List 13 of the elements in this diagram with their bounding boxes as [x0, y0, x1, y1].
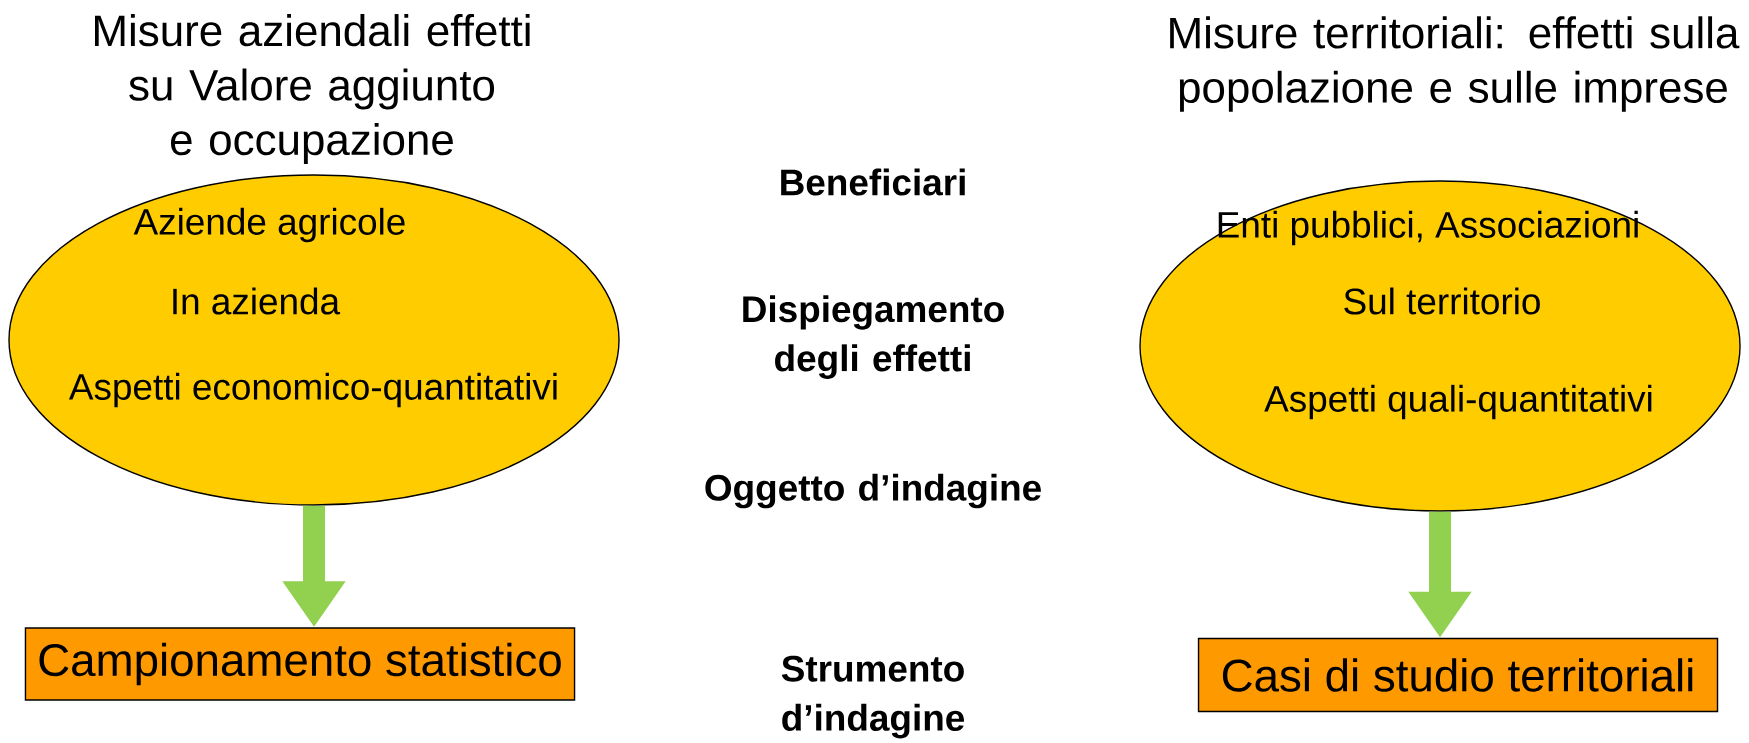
row-label: Oggetto d’indagine — [705, 473, 1041, 509]
process-box: Casi di studio territoriali — [1197, 637, 1719, 713]
row-label: Strumento d’indagine — [781, 655, 965, 739]
ellipse-text: Aspetti quali-quantitativi — [1264, 384, 1652, 420]
ellipse-text: In azienda — [173, 287, 341, 315]
row-label: Dispiegamento degli effetti — [743, 295, 1004, 379]
ellipse-text: Aspetti economico-quantitativi — [68, 372, 557, 408]
process-box: Campionamento statistico — [24, 627, 576, 701]
ellipse-text: Sul territorio — [1344, 287, 1540, 315]
heading: Misure territoriali: effetti sulla popolazione e sulle imprese — [1170, 16, 1740, 112]
row-label: Beneficiari — [781, 168, 965, 196]
ellipse-text: Aziende agricole — [133, 207, 405, 243]
heading: Misure aziendali effetti su Valore aggiunto e occupazione — [95, 14, 530, 164]
